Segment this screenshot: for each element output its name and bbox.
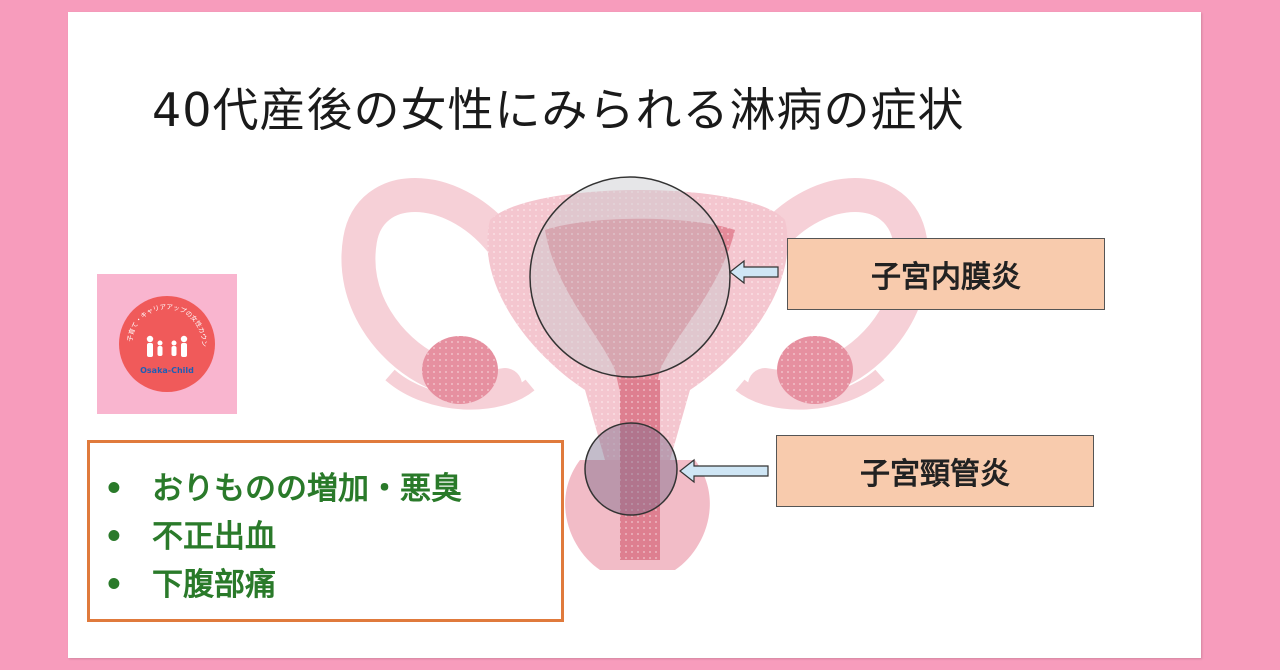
svg-text:Osaka-Child: Osaka-Child bbox=[140, 366, 194, 375]
bullet: • bbox=[104, 471, 124, 507]
symptom-text: 下腹部痛 bbox=[152, 567, 276, 603]
label-cervicitis: 子宮頸管炎 bbox=[776, 435, 1094, 507]
bullet: • bbox=[104, 567, 124, 603]
symptom-text: 不正出血 bbox=[152, 519, 276, 555]
list-item: • 下腹部痛 bbox=[104, 559, 276, 604]
arrow-cervicitis-icon bbox=[679, 458, 769, 484]
symptom-text: おりものの増加・悪臭 bbox=[152, 471, 462, 507]
bullet: • bbox=[104, 519, 124, 555]
arrow-endometritis-icon bbox=[729, 259, 779, 285]
list-item: • おりものの増加・悪臭 bbox=[104, 463, 462, 508]
symptom-list: • おりものの増加・悪臭 • 不正出血 • 下腹部痛 bbox=[87, 440, 564, 622]
label-endometritis: 子宮内膜炎 bbox=[787, 238, 1105, 310]
page-title: 40代産後の女性にみられる淋病の症状 bbox=[152, 83, 965, 137]
osaka-child-logo: 子育て・キャリアアップの女性カウンセリング Osaka-Child bbox=[118, 295, 215, 392]
uterus-illustration bbox=[341, 176, 929, 570]
list-item: • 不正出血 bbox=[104, 511, 276, 556]
